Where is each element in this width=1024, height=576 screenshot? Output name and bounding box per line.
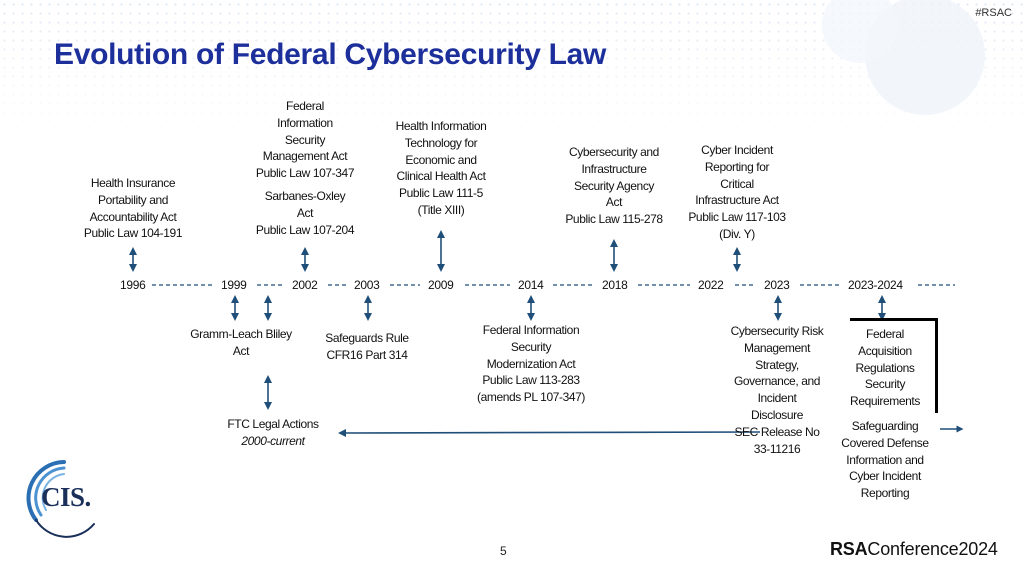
year-2023-2024: 2023-2024 xyxy=(848,278,903,292)
label-hipaa: Health Insurance Portability and Account… xyxy=(83,176,183,241)
year-1999: 1999 xyxy=(221,278,247,292)
label-ftc-legal-actions: FTC Legal Actions 2000-current xyxy=(227,417,319,448)
year-2002: 2002 xyxy=(292,278,318,292)
hashtag-label: #RSAC xyxy=(975,7,1012,19)
label-far-security: Federal Acquisition Regulations Security… xyxy=(850,327,920,409)
year-1996: 1996 xyxy=(120,278,146,292)
year-2014: 2014 xyxy=(518,278,544,292)
label-hitech: Health Information Technology for Econom… xyxy=(395,119,487,217)
label-glba: Gramm-Leach Bliley Act xyxy=(190,327,292,358)
label-sec-release: Cybersecurity Risk Management Strategy, … xyxy=(730,324,824,456)
label-fisma-2002: Federal Information Security Management … xyxy=(255,99,355,237)
label-fisma-2014: Federal Information Security Modernizati… xyxy=(476,323,586,405)
page-title: Evolution of Federal Cybersecurity Law xyxy=(54,38,607,71)
rsa-conference-logo: RSAConference2024 xyxy=(830,539,998,559)
year-2009: 2009 xyxy=(428,278,454,292)
far-box-top-border xyxy=(850,318,938,321)
label-circia: Cyber Incident Reporting for Critical In… xyxy=(688,143,786,241)
label-cisa-act: Cybersecurity and Infrastructure Securit… xyxy=(565,145,663,227)
year-2023: 2023 xyxy=(764,278,790,292)
far-box-right-border xyxy=(935,318,938,413)
ftc-connector-arrow xyxy=(338,428,761,437)
page-number: 5 xyxy=(500,544,507,558)
year-2018: 2018 xyxy=(602,278,628,292)
year-2022: 2022 xyxy=(698,278,724,292)
year-2003: 2003 xyxy=(354,278,380,292)
cis-logo-icon xyxy=(26,460,95,538)
label-dfars-safeguarding: Safeguarding Covered Defense Information… xyxy=(841,419,929,501)
label-safeguards-rule: Safeguards Rule CFR16 Part 314 xyxy=(325,331,409,362)
cis-logo-text: CIS. xyxy=(41,482,91,512)
